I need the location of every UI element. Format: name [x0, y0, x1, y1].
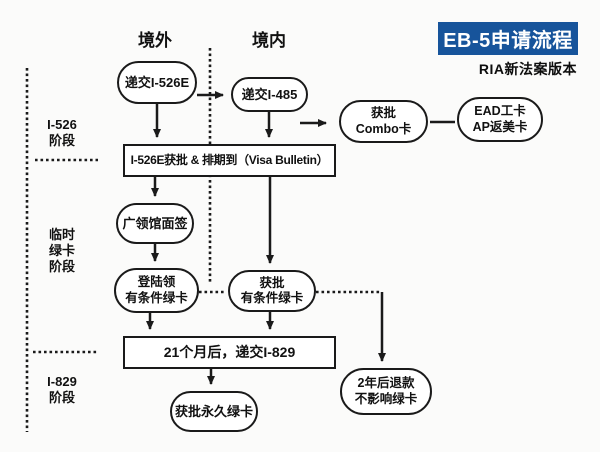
column-header-domestic: 境内 — [252, 31, 286, 50]
title-badge: EB-5申请流程 — [438, 22, 578, 55]
node-consulate-interview: 广领馆面签 — [116, 203, 194, 244]
node-combo-card: 获批 Combo卡 — [339, 100, 428, 143]
node-i829-submit-box: 21个月后，递交I-829 — [123, 336, 336, 369]
node-submit-i485: 递交I-485 — [231, 77, 308, 112]
stage-label-temp-green-card: 临时 绿卡 阶段 — [48, 227, 75, 274]
column-header-abroad: 境外 — [138, 31, 172, 50]
node-approved-conditional-card: 获批 有条件绿卡 — [228, 270, 316, 312]
stage-label-i526: I-526 阶段 — [47, 117, 77, 148]
subtitle: RIA新法案版本 — [478, 61, 577, 77]
node-ead-ap-card: EAD工卡 AP返美卡 — [457, 97, 543, 142]
node-submit-i526e: 递交I-526E — [117, 61, 197, 104]
node-permanent-green-card: 获批永久绿卡 — [170, 391, 258, 432]
node-landing-conditional-card: 登陆领 有条件绿卡 — [114, 268, 199, 313]
stage-label-i829: I-829 阶段 — [47, 374, 77, 405]
node-refund-note: 2年后退款 不影响绿卡 — [340, 368, 432, 415]
node-i526e-approved-box: I-526E获批 & 排期到（Visa Bulletin） — [123, 144, 336, 177]
